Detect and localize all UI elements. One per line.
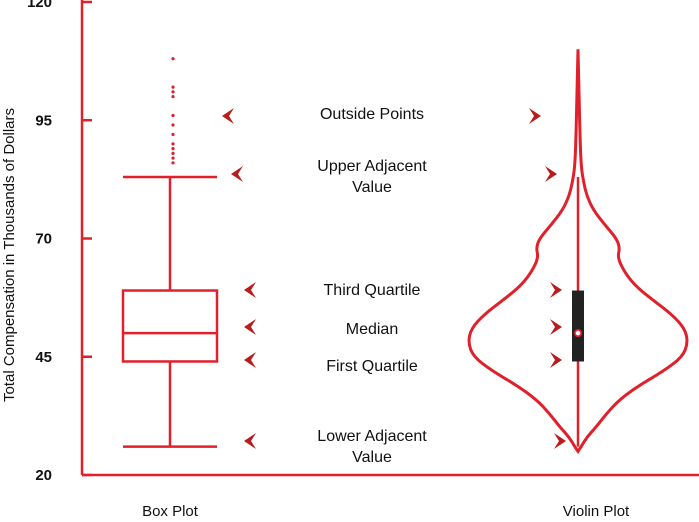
violin-median-dot xyxy=(573,328,583,338)
annotation-label-outside-points: Outside Points xyxy=(320,106,424,123)
box-outlier-point-10 xyxy=(171,85,175,89)
axes: 20 45 70 95 120 Total Compensation in Thousa… xyxy=(1,0,699,484)
y-tick-label-20: 20 xyxy=(35,467,52,484)
annotation-arrow-lower_adjacent-violin xyxy=(554,433,566,449)
annotation-arrow-median-box xyxy=(244,319,256,335)
box-outlier-point-3 xyxy=(171,147,175,151)
annotation-arrow-first_quartile-box xyxy=(244,352,256,368)
y-ticks xyxy=(82,0,92,477)
y-tick-label-70: 70 xyxy=(35,231,52,248)
box-outlier-point-1 xyxy=(171,156,175,160)
annotation-arrow-upper_adjacent-box xyxy=(231,166,243,182)
box-outlier-point-11 xyxy=(171,57,175,61)
box-outlier-point-5 xyxy=(171,132,175,137)
box-plot xyxy=(121,57,219,448)
annotation-arrow-third_quartile-violin xyxy=(550,282,562,298)
annotation-label-upper-adjacent-line-1: Upper Adjacent xyxy=(317,158,427,175)
annotation-arrow-outside_points-box xyxy=(222,108,234,124)
annotation-arrow-median-violin xyxy=(550,319,562,335)
y-axis-title: Total Compensation in Thousands of Dolla… xyxy=(1,108,18,402)
box-iqr xyxy=(121,289,219,363)
box-outlier-point-4 xyxy=(171,142,175,146)
annotation-label-third-quartile: Third Quartile xyxy=(324,282,421,299)
annotation-label-lower-adjacent-line-2: Value xyxy=(352,449,392,466)
annotation-label-lower-adjacent-line-1: Lower Adjacent xyxy=(317,428,427,445)
violin-iqr-box xyxy=(572,290,584,362)
box-outlier-point-2 xyxy=(171,151,175,155)
annotation-label-upper-adjacent-line-2: Value xyxy=(352,179,392,196)
annotation-arrow-outside_points-violin xyxy=(529,108,541,124)
annotation-label-median: Median xyxy=(346,321,398,338)
annotation-arrow-upper_adjacent-violin xyxy=(545,166,557,182)
y-tick-label-95: 95 xyxy=(35,112,52,129)
box-outlier-point-9 xyxy=(171,90,175,94)
category-label-box-plot: Box Plot xyxy=(142,503,199,520)
box-outlier-point-0 xyxy=(171,161,175,165)
y-tick-label-120: 120 xyxy=(27,0,52,11)
box-outlier-point-7 xyxy=(171,113,175,118)
box-outlier-point-6 xyxy=(171,123,175,127)
y-tick-label-45: 45 xyxy=(35,349,52,366)
category-label-violin-plot: Violin Plot xyxy=(563,503,630,520)
annotation-arrow-third_quartile-box xyxy=(244,282,256,298)
annotation-label-first-quartile: First Quartile xyxy=(326,358,418,375)
violin-plot xyxy=(467,49,689,454)
violin-outline xyxy=(467,49,689,454)
annotation-arrow-first_quartile-violin xyxy=(550,352,562,368)
y-tick-labels: 20 45 70 95 120 xyxy=(27,0,52,484)
annotation-arrow-lower_adjacent-box xyxy=(244,433,256,449)
box-outlier-point-8 xyxy=(171,95,175,99)
